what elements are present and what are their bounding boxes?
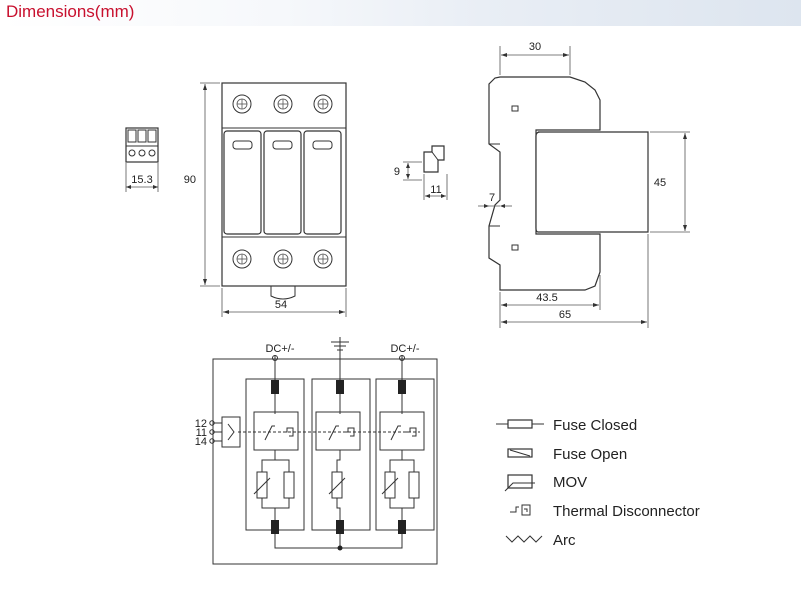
page-title: Dimensions(mm) xyxy=(6,2,135,21)
front-view xyxy=(200,82,347,317)
dim-height: 90 xyxy=(184,174,196,186)
dim-side-top: 30 xyxy=(529,41,541,53)
dim-terminal-width: 15.3 xyxy=(131,174,152,186)
dim-width: 54 xyxy=(275,299,287,311)
label-pin-14: 14 xyxy=(195,436,207,448)
dim-side-inner: 43.5 xyxy=(536,292,557,304)
legend-label-mov: MOV xyxy=(553,474,587,491)
label-pin-12: 12 xyxy=(195,418,207,430)
label-dc-right: DC+/- xyxy=(390,343,419,355)
legend-label-fuse-closed: Fuse Closed xyxy=(553,417,637,434)
label-dc-left: DC+/- xyxy=(265,343,294,355)
dim-side-total: 65 xyxy=(559,309,571,321)
clip-detail xyxy=(403,145,448,200)
arc-icon xyxy=(505,535,543,543)
terminal-block-view xyxy=(125,127,159,192)
wiring-schematic xyxy=(209,337,438,565)
dim-clip-height: 9 xyxy=(394,166,400,178)
side-view xyxy=(478,46,690,328)
label-pin-11: 11 xyxy=(196,427,207,439)
legend-label-thermal-disconnector: Thermal Disconnector xyxy=(553,503,700,520)
legend-label-fuse-open: Fuse Open xyxy=(553,446,627,463)
fuse-closed-icon xyxy=(496,419,544,429)
header-banner xyxy=(0,0,801,26)
dim-clip-width: 11 xyxy=(430,184,441,196)
thermal-disconnector-icon xyxy=(510,504,531,516)
legend xyxy=(496,419,544,543)
legend-label-arc: Arc xyxy=(553,532,576,549)
dim-side-window: 45 xyxy=(654,177,666,189)
fuse-open-icon xyxy=(507,448,533,458)
mov-icon xyxy=(504,474,535,492)
dim-side-step: 7 xyxy=(489,192,495,204)
